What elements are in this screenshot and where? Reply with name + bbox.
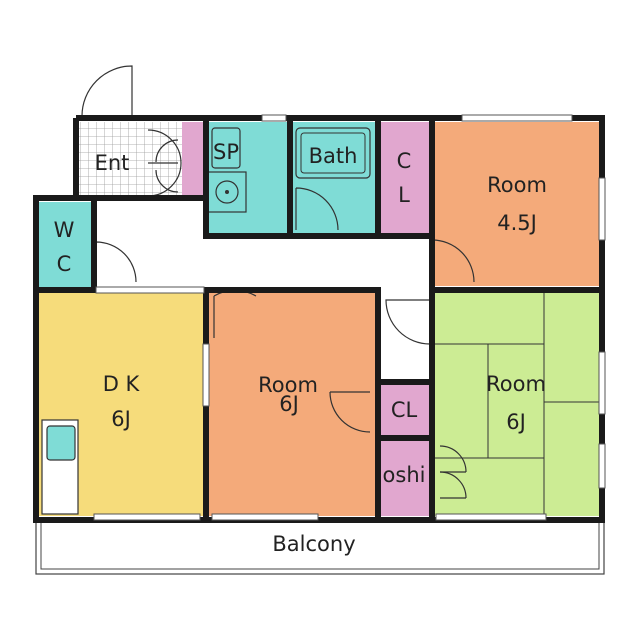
room-north xyxy=(432,122,602,286)
closet-main xyxy=(378,122,432,234)
bathtub-icon xyxy=(295,127,371,179)
wc xyxy=(38,202,94,288)
entrance-label: Ent xyxy=(95,151,130,175)
room-north-label: Room xyxy=(487,173,547,197)
tatami-mats xyxy=(432,292,602,516)
bath-label: Bath xyxy=(309,144,358,168)
room-tatami-size: 6J xyxy=(506,410,526,434)
room-north-size: 4.5J xyxy=(497,211,537,235)
closet-small-label: CL xyxy=(391,398,418,422)
entrance-closet xyxy=(182,122,206,196)
balcony-label: Balcony xyxy=(272,532,355,556)
dk-label: D K xyxy=(103,372,141,396)
room-center xyxy=(206,292,378,516)
balcony: Balcony xyxy=(35,517,605,575)
dk-size: 6J xyxy=(111,407,131,431)
room-center-label: Room xyxy=(258,373,318,397)
closet-small xyxy=(378,382,432,438)
oshiire xyxy=(378,438,432,516)
room-center-size: 6J xyxy=(279,392,299,416)
room-tatami xyxy=(432,292,602,516)
entrance-floor xyxy=(78,122,182,196)
kitchen-sink-icon xyxy=(41,419,79,515)
wc-label-line2: C xyxy=(57,252,72,276)
windows xyxy=(93,114,606,521)
closet-main-label-line1: C xyxy=(397,149,412,173)
closet-main-label-line2: L xyxy=(398,183,410,207)
room-tatami-label: Room xyxy=(486,372,546,396)
storage-sp-label: SP xyxy=(213,140,239,164)
wc-label-line1: W xyxy=(54,218,75,242)
oshi-label: oshi xyxy=(383,463,426,487)
